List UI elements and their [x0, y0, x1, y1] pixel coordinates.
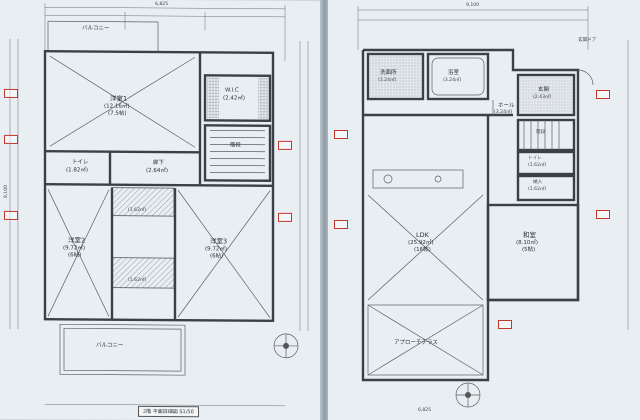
senmen-area: (3.24㎡): [378, 78, 397, 83]
senmen-name: 洗面所: [380, 70, 397, 76]
washitsu-area: (8.10㎡): [516, 240, 539, 246]
balcony-top-label: バルコニー: [82, 25, 110, 32]
stairs-1f-label: 階段: [536, 130, 546, 135]
floor-plan-2f-drawing: [9, 3, 309, 407]
storage-name: 納入: [533, 180, 543, 185]
hall-name: ホール: [498, 103, 515, 109]
washitsu-name: 和室: [523, 231, 536, 239]
youshitsu3-name: 洋室3: [210, 237, 228, 246]
wic-name: W.I.C: [225, 87, 239, 94]
stairs-label: 階段: [230, 142, 242, 149]
toilet-1f-area: (1.62㎡): [528, 163, 547, 168]
floor-plan-1f-drawing: [357, 6, 629, 408]
youshitsu2-area: (9.72㎡): [63, 245, 86, 252]
youshitsu2-jou: (6帖): [68, 252, 82, 259]
terrace-label: アプローチテラス: [394, 340, 438, 346]
toilet-area: (1.82㎡): [66, 167, 89, 174]
rouka-area: (2.64㎡): [146, 167, 169, 175]
wic-area: (2.42㎡): [223, 95, 246, 102]
youshitsu1-jou: (7.5帖): [108, 110, 127, 117]
red-annotation-box: [4, 210, 19, 221]
drawing-title-block: 2階 平面詳細図 S1/50: [138, 405, 199, 418]
youshitsu2-name: 洋室2: [68, 236, 86, 245]
ldk-area: (25.92㎡): [408, 240, 434, 246]
closet-upper-area: (1.62㎡): [128, 207, 147, 213]
balcony-bottom-label: バルコニー: [96, 342, 124, 349]
ldk-name: LDK: [416, 231, 429, 239]
youshitsu3-area: (9.72㎡): [205, 246, 228, 253]
genkan-area: (2.43㎡): [533, 95, 552, 100]
right-bottom-dimension: 6,825: [418, 408, 432, 413]
youshitsu1-area: (12.16㎡): [104, 103, 130, 110]
floor-plan-1f-page: 洗面所 (3.24㎡) 浴室 (3.24㎡) 玄関 (2.43㎡) ホール (3…: [328, 0, 640, 420]
storage-area: (1.62㎡): [528, 187, 547, 192]
red-annotation-box: [334, 220, 349, 230]
red-annotation-box: [4, 134, 19, 145]
red-annotation-box: [278, 140, 293, 151]
toilet-name: トイレ: [72, 159, 89, 166]
genkan-name: 玄関: [538, 87, 550, 93]
entrance-door-label: 玄関ドア: [578, 38, 597, 43]
red-annotation-box: [4, 88, 19, 99]
ldk-jou: (16帖): [414, 247, 431, 253]
floor-plan-2f-page: バルコニー 洋室1 (12.16㎡) (7.5帖) W.I.C (2.42㎡) …: [0, 0, 322, 420]
closet-lower-area: (1.62㎡): [128, 277, 147, 283]
red-annotation-box: [334, 130, 349, 140]
right-top-dimension: 9,100: [466, 3, 480, 8]
washitsu-jou: (5帖): [522, 247, 536, 253]
red-annotation-box: [596, 90, 611, 100]
rouka-name: 廊下: [153, 159, 165, 167]
toilet-1f-name: トイレ: [528, 156, 542, 161]
youshitsu3-jou: (6帖): [210, 253, 224, 260]
red-annotation-box: [596, 210, 611, 220]
yokushitsu-area: (3.24㎡): [443, 78, 462, 83]
red-annotation-box: [278, 212, 293, 223]
left-side-dimension: 9,100: [3, 184, 9, 199]
left-top-dimension: 6,825: [155, 1, 169, 8]
book-gutter: [320, 0, 330, 420]
hall-area: (3.24㎡): [494, 110, 513, 115]
youshitsu1-name: 洋室1: [110, 94, 128, 103]
yokushitsu-name: 浴室: [448, 70, 460, 76]
red-annotation-box: [498, 320, 513, 330]
